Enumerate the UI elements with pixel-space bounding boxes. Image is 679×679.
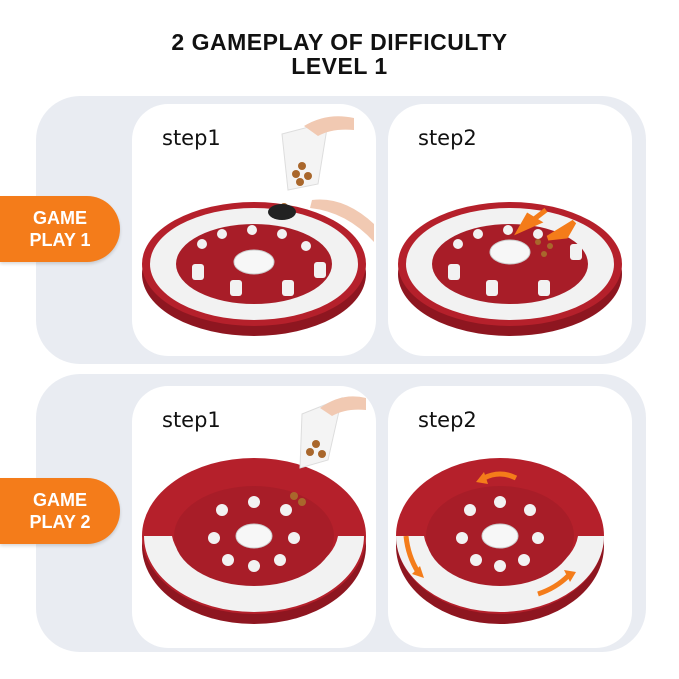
- page-title: 2 GAMEPLAY OF DIFFICULTY LEVEL 1: [0, 30, 679, 78]
- title-line-2: LEVEL 1: [291, 53, 388, 79]
- gameplay-1-step2-panel: step2: [388, 104, 632, 356]
- game-play-2-tag: GAME PLAY 2: [0, 478, 120, 544]
- gameplay-1-step1-panel: step1: [132, 104, 376, 356]
- puzzle-bowl-image: [142, 396, 366, 624]
- tag-line-2: PLAY 1: [29, 230, 91, 250]
- step-label: step1: [162, 408, 221, 432]
- gameplay-2-step1-panel: step1: [132, 386, 376, 648]
- tag-line-1: GAME: [33, 490, 87, 510]
- game-play-1-tag: GAME PLAY 1: [0, 196, 120, 262]
- step-label: step2: [418, 126, 477, 150]
- step-label: step1: [162, 126, 221, 150]
- gameplay-2-step2-panel: step2: [388, 386, 632, 648]
- tag-line-1: GAME: [33, 208, 87, 228]
- title-line-1: 2 GAMEPLAY OF DIFFICULTY: [171, 29, 508, 55]
- tag-line-2: PLAY 2: [29, 512, 91, 532]
- puzzle-bowl-image: [142, 116, 374, 336]
- puzzle-bowl-image: [398, 202, 622, 336]
- step-label: step2: [418, 408, 477, 432]
- puzzle-bowl-image: [396, 458, 604, 624]
